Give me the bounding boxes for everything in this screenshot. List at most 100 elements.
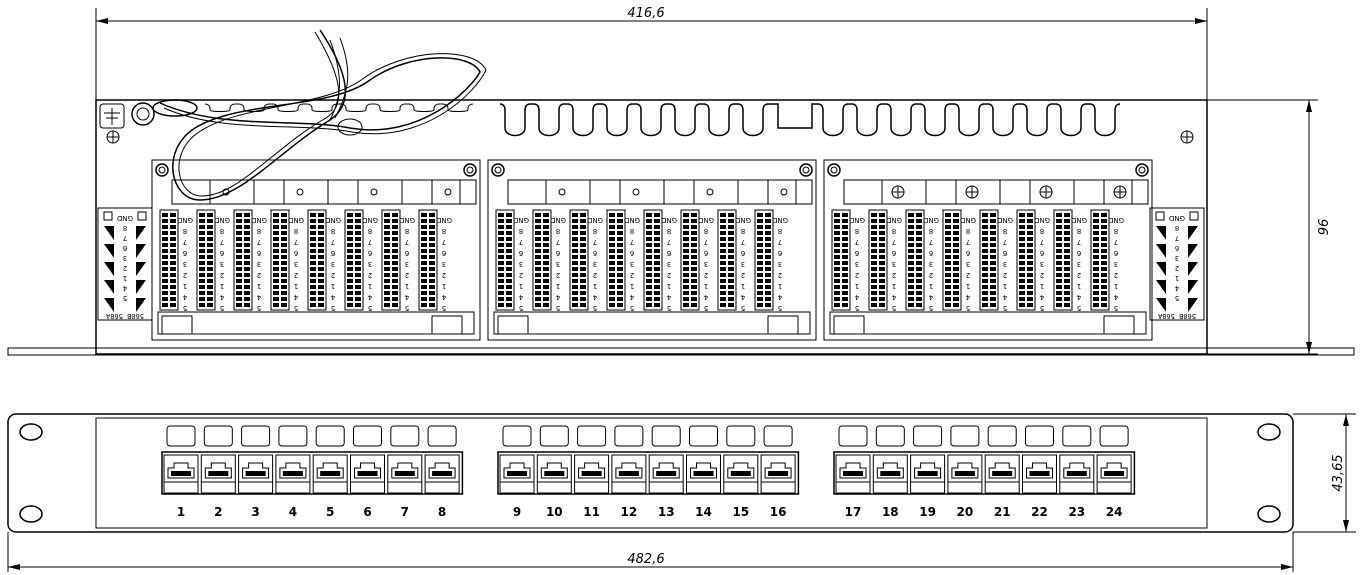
rack-hole-icon (19, 505, 43, 523)
idc-pin-label: 7 (556, 238, 560, 246)
idc-pin-label: 8 (667, 227, 671, 235)
idc-pin-label: 7 (405, 238, 409, 246)
rj45-port[interactable]: 2 (200, 425, 236, 519)
port-number-label: 3 (251, 505, 259, 519)
rj45-port[interactable]: 12 (611, 425, 647, 519)
idc-pin-label: 7 (1114, 238, 1118, 246)
screw-icon (827, 163, 841, 177)
idc-pin-label: 3 (892, 260, 896, 268)
cable-comb (204, 103, 1121, 137)
idc-pin-label: 5 (1077, 304, 1081, 312)
idc-pin-label: 6 (891, 249, 896, 257)
idc-pin-label: 6 (1113, 249, 1118, 257)
idc-pin-label: GND (923, 216, 939, 224)
idc-modules: GND87632145GND87632145GND87632145GND8763… (97, 159, 1205, 341)
idc-pin-label: 1 (183, 282, 187, 290)
idc-pin-label: 2 (778, 271, 782, 279)
rj45-port[interactable]: 18 (872, 425, 908, 519)
idc-pin-label: 5 (630, 304, 634, 312)
idc-pin-label: 8 (257, 227, 261, 235)
rj45-port[interactable]: 8 (424, 425, 460, 519)
idc-pin-label: 7 (1003, 238, 1007, 246)
idc-pin-label: 1 (667, 282, 671, 290)
rj45-port[interactable]: 3 (238, 425, 274, 519)
idc-pin-label: 6 (1002, 249, 1007, 257)
idc-pin-label: 3 (220, 260, 224, 268)
screw-icon (491, 163, 505, 177)
idc-pin-label: 2 (1077, 271, 1081, 279)
idc-pin-label: 3 (183, 260, 187, 268)
rj45-port[interactable]: 6 (350, 425, 385, 519)
idc-pin-label: 2 (331, 271, 335, 279)
rj45-port[interactable]: 9 (499, 425, 535, 519)
idc-pin-label: GND (698, 216, 714, 224)
port-group-frame (497, 451, 800, 495)
idc-pin-label: 1 (966, 282, 970, 290)
idc-pin-label: 5 (704, 304, 708, 312)
rj45-port[interactable]: 7 (387, 425, 423, 519)
port-number-label: 11 (583, 505, 600, 519)
rj45-port[interactable]: 20 (947, 425, 983, 519)
idc-pin-label: 7 (855, 238, 859, 246)
port-number-label: 10 (546, 505, 563, 519)
idc-pin-label: 7 (294, 238, 298, 246)
idc-pin-label: 6 (965, 249, 970, 257)
idc-pin-label: GND (214, 216, 230, 224)
idc-pin-label: 3 (778, 260, 782, 268)
idc-pin-label: GND (587, 216, 603, 224)
rj45-port[interactable]: 16 (760, 425, 796, 519)
idc-pin-label: 5 (405, 304, 409, 312)
rj45-port[interactable]: 13 (648, 425, 684, 519)
rj45-port[interactable]: 1 (163, 425, 199, 519)
idc-pin-label: 7 (1040, 238, 1044, 246)
idc-pin-label: 6 (928, 249, 933, 257)
rj45-port[interactable]: 19 (910, 425, 946, 519)
dimension-label-panel-width: 482,6 (627, 552, 664, 567)
rj45-port[interactable]: 15 (723, 425, 759, 519)
rj45-port[interactable]: 4 (275, 425, 311, 519)
idc-pin-label: 4 (182, 293, 187, 301)
idc-pin-label: 6 (1076, 249, 1081, 257)
idc-pin-label: 6 (330, 249, 335, 257)
rj45-port[interactable]: 24 (1096, 425, 1132, 519)
idc-pin-label: 3 (667, 260, 671, 268)
idc-pin-label: 8 (1003, 227, 1007, 235)
rj45-port[interactable]: 23 (1059, 425, 1095, 519)
port-number-label: 1 (177, 505, 185, 519)
rj45-port[interactable]: 11 (574, 425, 610, 519)
idc-pin-label: 3 (593, 260, 597, 268)
idc-pin-label: 7 (368, 238, 372, 246)
legend-pin-label: 7 (123, 234, 127, 242)
idc-pin-label: 4 (740, 293, 745, 301)
idc-pin-label: 3 (556, 260, 560, 268)
port-number-label: 14 (695, 505, 712, 519)
rj45-port[interactable]: 5 (312, 425, 348, 519)
port-number-label: 8 (438, 505, 446, 519)
idc-pin-label: 6 (441, 249, 446, 257)
dimension-label-top-width: 416,6 (627, 6, 664, 21)
idc-pin-label: 1 (1003, 282, 1007, 290)
idc-pin-label: 8 (331, 227, 335, 235)
idc-pin-label: 1 (778, 282, 782, 290)
idc-pin-label: 6 (1039, 249, 1044, 257)
port-number-label: 18 (882, 505, 899, 519)
rj45-port[interactable]: 10 (536, 425, 572, 519)
rj45-port[interactable]: 17 (835, 425, 871, 519)
idc-pin-label: 5 (966, 304, 970, 312)
rj45-port[interactable]: 21 (984, 425, 1020, 519)
idc-pin-label: 4 (592, 293, 597, 301)
rj45-port[interactable]: 22 (1022, 425, 1057, 519)
rj45-port[interactable]: 14 (686, 425, 721, 519)
port-number-label: 12 (621, 505, 638, 519)
